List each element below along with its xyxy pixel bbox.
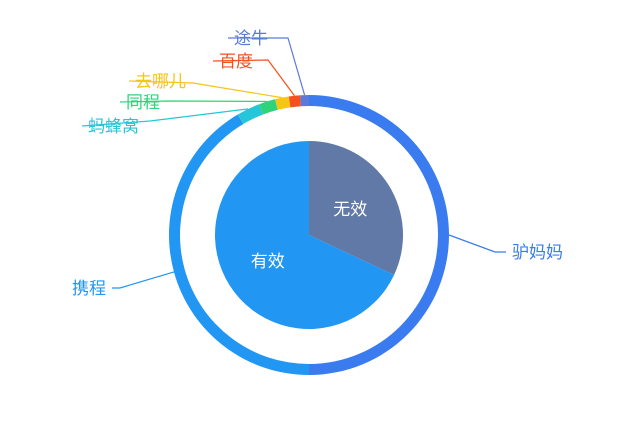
leader-line-2: [81, 108, 249, 127]
outer-ring-label-5: 百度: [219, 52, 253, 72]
inner-pie-label-0: 无效: [333, 200, 367, 220]
inner-pie-slice-0[interactable]: [309, 141, 403, 276]
leader-line-0: [448, 234, 506, 253]
leader-line-1: [112, 271, 175, 289]
outer-ring-slice-2[interactable]: [237, 104, 264, 124]
outer-ring-label-1: 携程: [72, 279, 106, 299]
outer-ring-label-0: 驴妈妈: [512, 243, 563, 263]
outer-ring-slice-3[interactable]: [259, 99, 278, 115]
inner-pie-label-1: 有效: [251, 252, 285, 272]
outer-ring-slice-5[interactable]: [288, 95, 301, 108]
outer-ring-label-6: 途牛: [234, 29, 268, 49]
outer-ring-label-4: 去哪儿: [135, 72, 186, 92]
leader-line-5: [212, 59, 295, 97]
outer-ring-label-2: 蚂蜂窝: [88, 117, 139, 137]
leader-line-4: [128, 80, 283, 99]
leader-line-6: [228, 37, 306, 96]
leader-line-3: [119, 100, 267, 103]
inner-pie-slice-1[interactable]: [214, 141, 395, 329]
outer-ring-label-3: 同程: [126, 93, 160, 113]
outer-ring-slice-6[interactable]: [300, 95, 309, 107]
outer-ring-slice-4[interactable]: [275, 96, 291, 110]
